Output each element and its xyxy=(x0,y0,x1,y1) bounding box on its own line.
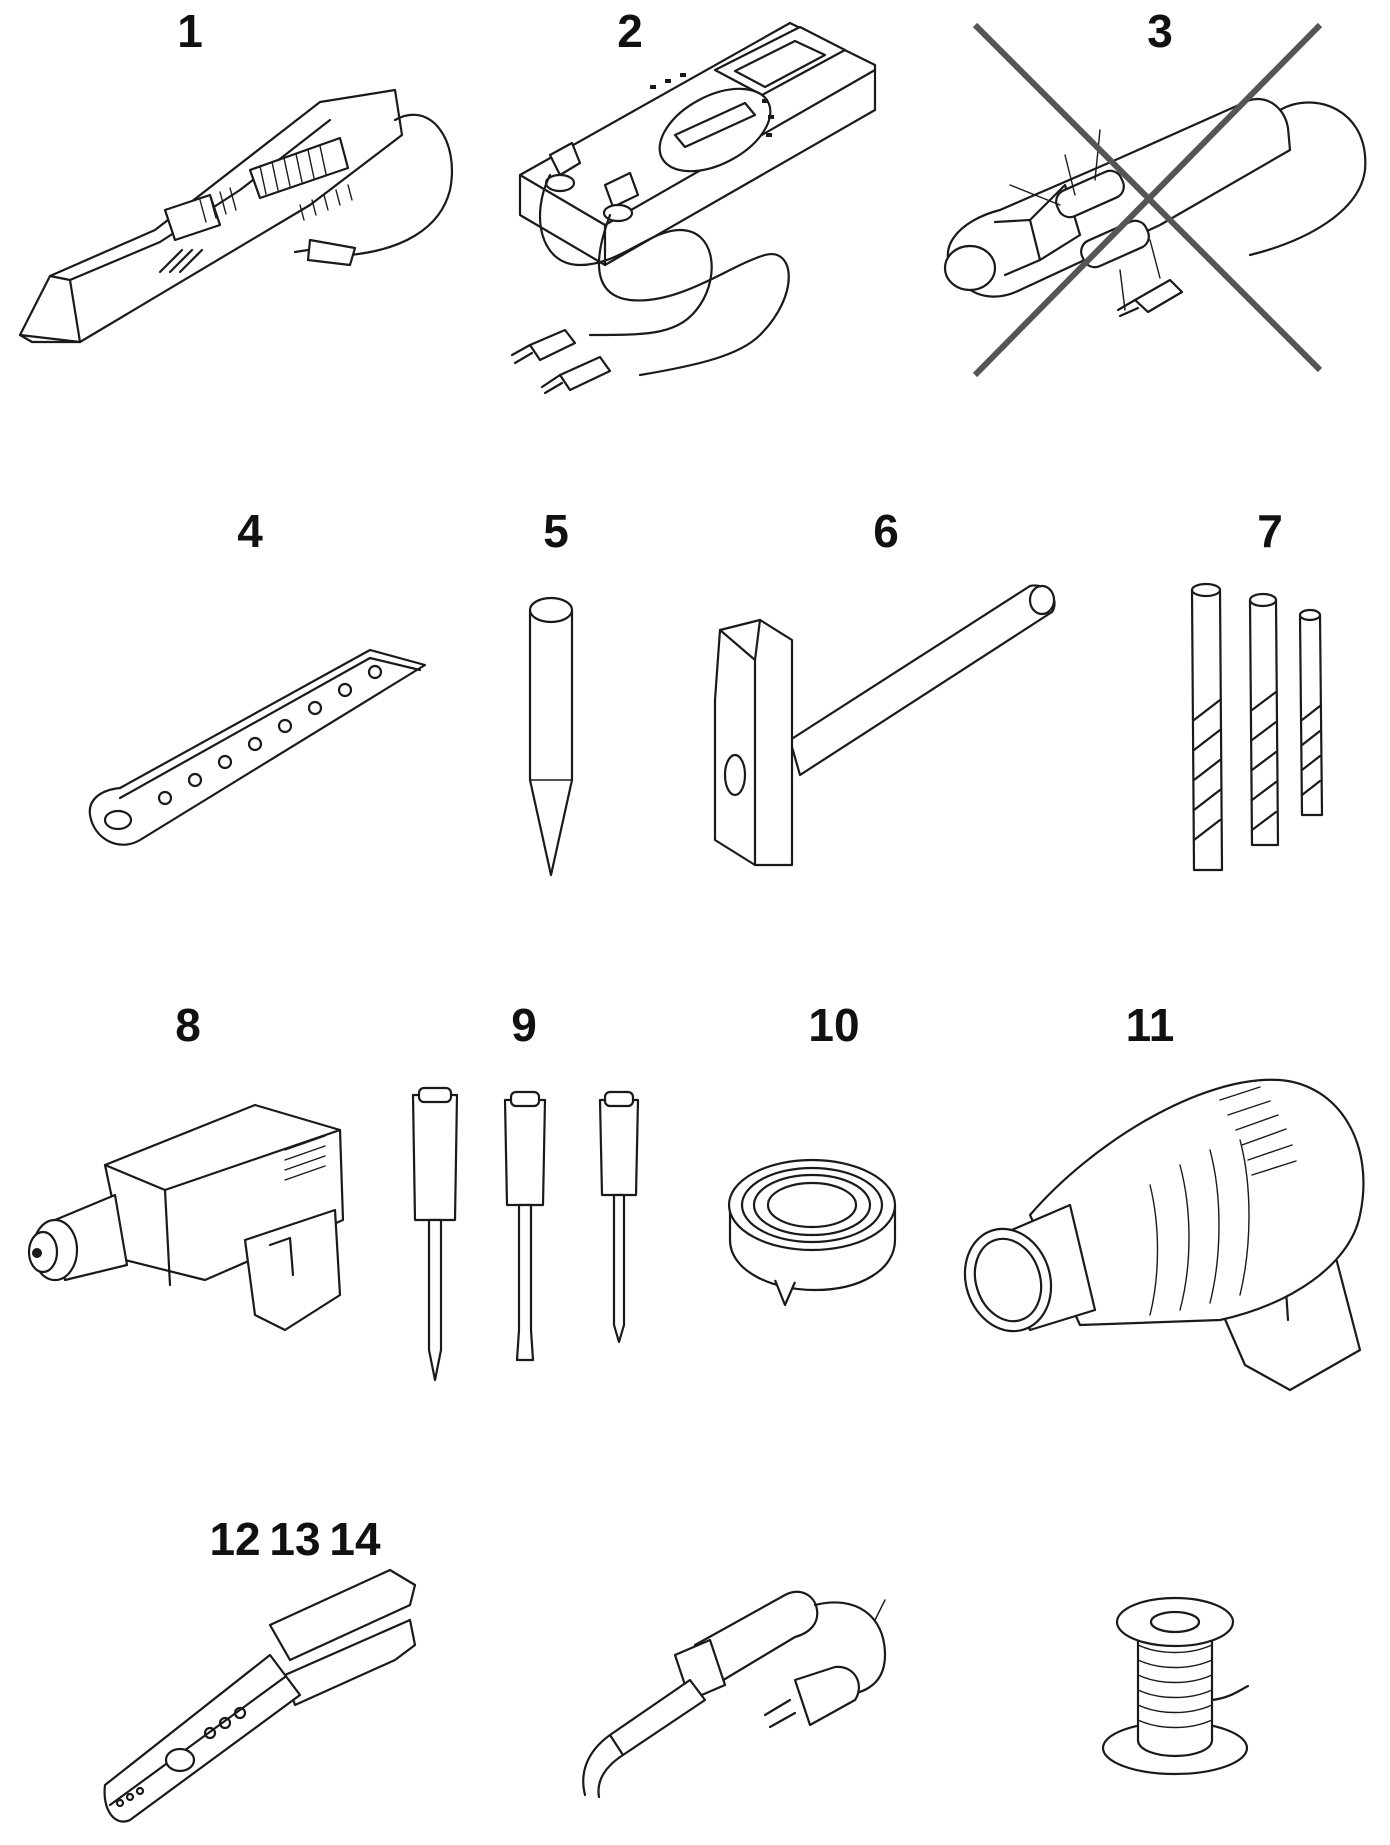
label-9: 9 xyxy=(511,999,537,1051)
label-1: 1 xyxy=(177,5,203,57)
soldering-iron-icon xyxy=(582,1590,887,1799)
label-8: 8 xyxy=(175,999,201,1051)
hammer-icon xyxy=(713,584,1056,867)
power-drill-icon xyxy=(27,1103,345,1332)
label-11: 11 xyxy=(1125,999,1175,1051)
label-4: 4 xyxy=(237,505,263,557)
multimeter-icon xyxy=(510,21,877,395)
drill-bits-icon xyxy=(1190,582,1324,872)
wire-stripper-icon xyxy=(18,88,453,344)
crimping-pliers-icon xyxy=(103,1568,417,1823)
label-10: 10 xyxy=(808,999,860,1051)
center-punch-icon xyxy=(528,596,574,877)
insulating-tape-icon xyxy=(727,1158,897,1307)
label-3: 3 xyxy=(1147,5,1173,57)
label-2: 2 xyxy=(617,5,643,57)
solder-wire-icon xyxy=(1101,1596,1250,1776)
label-6: 6 xyxy=(873,505,899,557)
label-7: 7 xyxy=(1257,505,1283,557)
terminal-strip-icon xyxy=(88,648,427,846)
screwdrivers-icon xyxy=(411,1086,640,1382)
label-12-13-14: 12 13 14 xyxy=(209,1513,381,1565)
test-lamp-icon xyxy=(943,22,1367,378)
label-5: 5 xyxy=(543,505,569,557)
heat-gun-icon xyxy=(963,1078,1365,1392)
